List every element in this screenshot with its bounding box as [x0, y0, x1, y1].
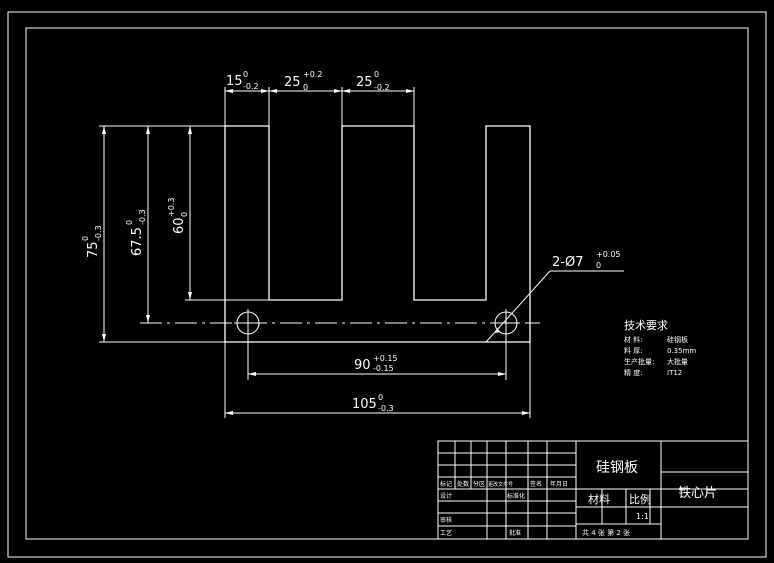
dim-105-text: 105 — [352, 397, 377, 412]
rev-header: 处数 — [457, 480, 469, 488]
title-block: 硅钢板 铁心片 材料 比例 1:1 共 4 张 第 2 张 标记 处数 分区 更… — [437, 440, 749, 540]
part-name: 铁心片 — [678, 486, 717, 501]
dim-15-sub: -0.2 — [243, 82, 259, 91]
tech-row-value: IT12 — [667, 369, 682, 377]
dim-25b-text: 25 — [356, 75, 373, 90]
scale-value: 1:1 — [636, 512, 649, 521]
hole-callout-sup: +0.05 — [596, 250, 621, 259]
tech-row-label: 材 料: — [624, 335, 643, 344]
dim-60-left: 60 +0.3 0 — [167, 126, 192, 300]
dim-75-left: 75 0 -0.3 — [81, 126, 106, 342]
dim-675-text: 67.5 — [130, 227, 145, 256]
dim-60-sup: +0.3 — [167, 198, 176, 217]
rev-header: 签名 — [530, 480, 542, 488]
dim-75-text: 75 — [86, 241, 101, 258]
dim-675-sub: -0.3 — [138, 209, 147, 225]
tech-row-label: 生产批量: — [624, 357, 654, 366]
dim-90-sub: -0.15 — [373, 364, 394, 373]
approve-label: 批准 — [509, 529, 521, 537]
rev-header: 标记 — [440, 480, 452, 488]
dim-75-sub: -0.3 — [94, 225, 103, 241]
review-label: 审核 — [440, 516, 452, 524]
hole-callout: 2-Ø7 +0.05 0 — [485, 250, 624, 343]
dim-90-bottom: 90 +0.15 -0.15 — [248, 354, 506, 376]
tech-row-value: 大批量 — [667, 357, 688, 366]
dim-105-bottom: 105 0 -0.3 — [225, 393, 530, 415]
rev-header: 年月日 — [550, 480, 568, 488]
dim-90-text: 90 — [354, 358, 371, 373]
standardize-label: 标准化 — [507, 492, 525, 500]
tech-requirements: 技术要求 材 料: 硅钢板 料 厚: 0.35mm 生产批量: 大批量 精 度:… — [624, 319, 696, 377]
material-header: 材料 — [588, 492, 610, 506]
dim-90-sup: +0.15 — [373, 354, 398, 363]
rev-header: 更改文件号 — [488, 481, 513, 488]
sheet-count: 共 4 张 第 2 张 — [582, 528, 630, 537]
dim-15-sup: 0 — [243, 70, 248, 79]
hole-callout-sub: 0 — [596, 261, 601, 270]
dim-25b-top: 25 0 -0.2 — [342, 70, 414, 93]
dim-105-sup: 0 — [378, 393, 383, 402]
dim-60-sub: 0 — [180, 212, 189, 217]
dim-675-left: 67.5 0 -0.3 — [125, 126, 150, 323]
tech-row-value: 0.35mm — [667, 347, 696, 355]
dim-15-top: 15 0 -0.2 — [225, 70, 269, 93]
inner-frame — [25, 27, 749, 540]
extension-lines — [99, 87, 531, 418]
tech-row-value: 硅钢板 — [667, 335, 688, 344]
dim-75-sup: 0 — [81, 236, 90, 241]
rev-header: 分区 — [473, 480, 485, 488]
design-label: 设计 — [440, 492, 452, 500]
dim-25a-text: 25 — [284, 75, 301, 90]
dim-25a-top: 25 +0.2 0 — [269, 70, 342, 93]
dim-105-sub: -0.3 — [378, 404, 394, 413]
material-name: 硅钢板 — [596, 460, 638, 476]
dim-25a-sup: +0.2 — [303, 70, 322, 79]
tech-row-label: 料 厚: — [624, 346, 643, 355]
scale-header: 比例 — [629, 492, 651, 506]
dim-25b-sup: 0 — [374, 70, 379, 79]
tech-title: 技术要求 — [624, 319, 668, 332]
dim-25b-sub: -0.2 — [374, 83, 390, 92]
outer-border — [7, 11, 767, 558]
hole-callout-text: 2-Ø7 — [552, 255, 583, 270]
dim-675-sup: 0 — [125, 220, 134, 225]
process-label: 工艺 — [440, 529, 452, 537]
dim-60-text: 60 — [172, 217, 187, 234]
dim-25a-sub: 0 — [303, 83, 308, 92]
tech-row-label: 精 度: — [624, 368, 643, 377]
dim-15-text: 15 — [226, 74, 243, 89]
